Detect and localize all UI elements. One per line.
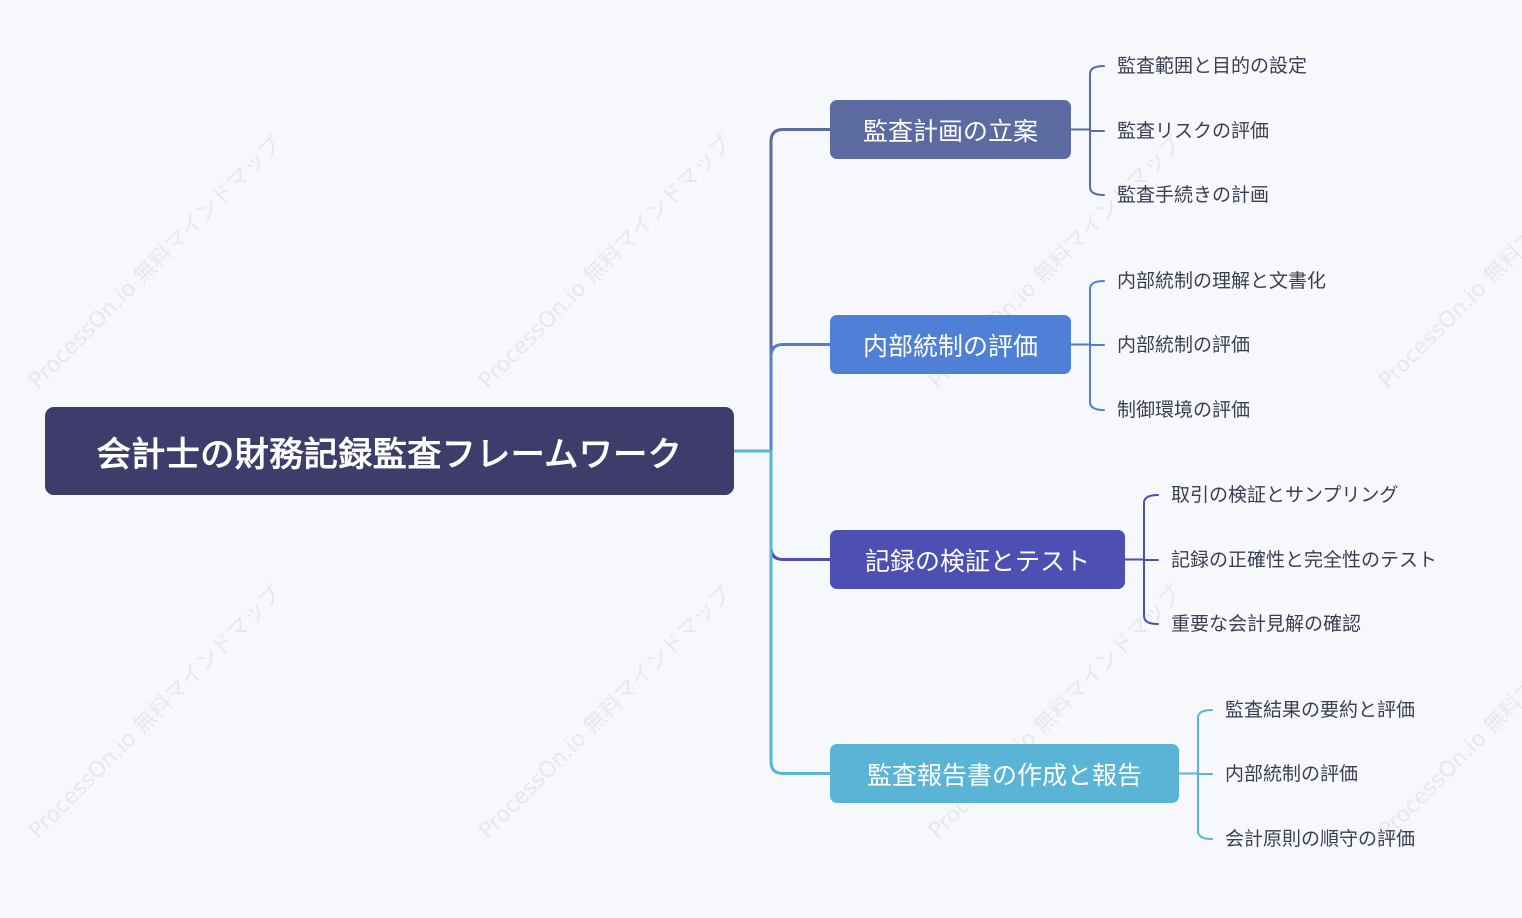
leaf-node[interactable]: 会計原則の順守の評価 [1225,828,1416,850]
leaf-node[interactable]: 重要な会計見解の確認 [1171,613,1362,635]
leaf-node[interactable]: 監査リスクの評価 [1117,120,1270,142]
leaf-node[interactable]: 内部統制の理解と文書化 [1117,270,1327,292]
root-node[interactable]: 会計士の財務記録監査フレームワーク [45,407,734,495]
leaf-node[interactable]: 監査結果の要約と評価 [1225,699,1416,721]
branch-node-audit-report[interactable]: 監査報告書の作成と報告 [830,744,1179,803]
leaf-node[interactable]: 取引の検証とサンプリング [1171,484,1399,506]
leaf-node[interactable]: 内部統制の評価 [1225,763,1359,785]
connector-line [732,128,832,453]
branch-node-internal-control[interactable]: 内部統制の評価 [830,315,1071,374]
connector-line [732,449,832,775]
branch-node-record-verification[interactable]: 記録の検証とテスト [830,530,1125,589]
leaf-node[interactable]: 制御環境の評価 [1117,399,1251,421]
connector-line [732,449,832,561]
connector-line [732,343,832,453]
leaf-node[interactable]: 監査範囲と目的の設定 [1117,55,1308,77]
leaf-node[interactable]: 記録の正確性と完全性のテスト [1171,549,1438,571]
leaf-node[interactable]: 内部統制の評価 [1117,334,1251,356]
branch-node-audit-planning[interactable]: 監査計画の立案 [830,100,1071,159]
leaf-node[interactable]: 監査手続きの計画 [1117,184,1270,206]
